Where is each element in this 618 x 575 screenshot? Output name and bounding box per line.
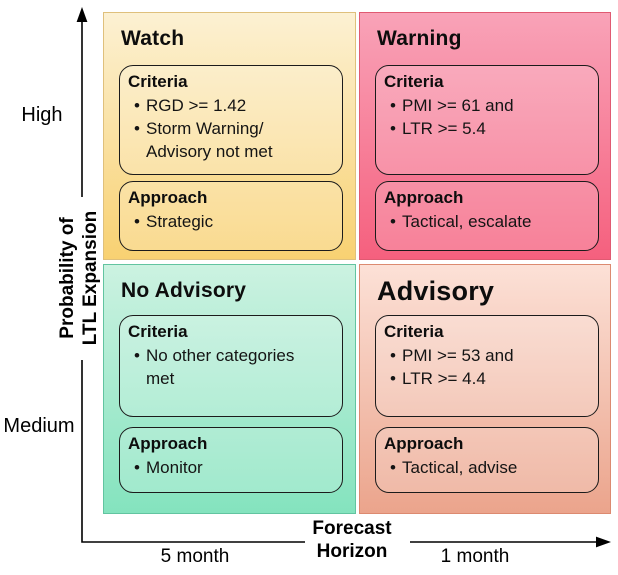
bullet-icon xyxy=(384,94,402,117)
bullet-icon xyxy=(384,117,402,140)
y-axis-label-line1: Probability of xyxy=(57,217,78,339)
criteria-box: Criteria PMI >= 53 and LTR >= 4.4 xyxy=(375,315,599,417)
criteria-box: Criteria No other categories met xyxy=(119,315,343,417)
quadrant-no-advisory: No Advisory Criteria No other categories… xyxy=(103,264,356,514)
quadrant-title: Watch xyxy=(121,27,185,50)
bullet-text: Tactical, advise xyxy=(402,458,518,477)
quadrant-title: Warning xyxy=(377,27,462,50)
bullet-text: No other categories met xyxy=(146,346,295,388)
criteria-bullet: LTR >= 4.4 xyxy=(384,367,590,390)
bullet-icon xyxy=(384,367,402,390)
x-axis-label-line2: Horizon xyxy=(316,541,388,562)
approach-bullet: Tactical, advise xyxy=(384,456,590,479)
bullet-text: Tactical, escalate xyxy=(402,212,532,231)
bullet-icon xyxy=(384,210,402,233)
bullet-icon xyxy=(128,117,146,163)
criteria-box: Criteria RGD >= 1.42 Storm Warning/ Advi… xyxy=(119,65,343,175)
x-tick-5-month: 5 month xyxy=(160,546,230,567)
bullet-icon xyxy=(384,344,402,367)
criteria-bullet: No other categories met xyxy=(128,344,334,390)
bullet-text: PMI >= 53 and xyxy=(402,346,514,365)
bullet-icon xyxy=(128,456,146,479)
approach-box: Approach Tactical, advise xyxy=(375,427,599,493)
bullet-text: PMI >= 61 and xyxy=(402,96,514,115)
criteria-bullet: LTR >= 5.4 xyxy=(384,117,590,140)
approach-bullet: Monitor xyxy=(128,456,334,479)
approach-heading: Approach xyxy=(384,434,464,453)
bullet-text: Storm Warning/ Advisory not met xyxy=(146,119,273,161)
y-axis-arrowhead-icon xyxy=(76,7,88,22)
approach-bullet: Tactical, escalate xyxy=(384,210,590,233)
x-tick-1-month: 1 month xyxy=(440,546,510,567)
y-tick-medium: Medium xyxy=(3,415,75,437)
quadrant-title: Advisory xyxy=(377,276,495,306)
approach-box: Approach Monitor xyxy=(119,427,343,493)
criteria-heading: Criteria xyxy=(128,322,188,341)
bullet-text: LTR >= 5.4 xyxy=(402,119,486,138)
quadrant-watch: Watch Criteria RGD >= 1.42 Storm Warning… xyxy=(103,12,356,260)
approach-box: Approach Tactical, escalate xyxy=(375,181,599,251)
criteria-bullet: PMI >= 61 and xyxy=(384,94,590,117)
criteria-bullet: RGD >= 1.42 xyxy=(128,94,334,117)
approach-box: Approach Strategic xyxy=(119,181,343,251)
quadrant-title: No Advisory xyxy=(121,279,247,302)
bullet-icon xyxy=(384,456,402,479)
quadrant-advisory: Advisory Criteria PMI >= 53 and LTR >= 4… xyxy=(359,264,611,514)
approach-heading: Approach xyxy=(128,434,208,453)
x-axis-label: Forecast Horizon xyxy=(282,517,422,563)
bullet-icon xyxy=(128,210,146,233)
bullet-text: Monitor xyxy=(146,458,203,477)
bullet-icon xyxy=(128,94,146,117)
y-axis-label-line2: LTL Expansion xyxy=(80,210,101,346)
approach-heading: Approach xyxy=(384,188,464,207)
criteria-bullet: PMI >= 53 and xyxy=(384,344,590,367)
criteria-heading: Criteria xyxy=(384,72,444,91)
quadrant-warning: Warning Criteria PMI >= 61 and LTR >= 5.… xyxy=(359,12,611,260)
bullet-text: RGD >= 1.42 xyxy=(146,96,247,115)
y-tick-high: High xyxy=(21,104,63,126)
criteria-box: Criteria PMI >= 61 and LTR >= 5.4 xyxy=(375,65,599,175)
x-axis-arrowhead-icon xyxy=(596,536,611,548)
bullet-icon xyxy=(128,344,146,390)
x-axis-label-line1: Forecast xyxy=(312,518,392,539)
criteria-heading: Criteria xyxy=(384,322,444,341)
approach-heading: Approach xyxy=(128,188,208,207)
bullet-text: LTR >= 4.4 xyxy=(402,369,486,388)
criteria-bullet: Storm Warning/ Advisory not met xyxy=(128,117,334,163)
approach-bullet: Strategic xyxy=(128,210,334,233)
criteria-heading: Criteria xyxy=(128,72,188,91)
bullet-text: Strategic xyxy=(146,212,214,231)
y-axis-label: Probability of LTL Expansion xyxy=(56,188,102,368)
